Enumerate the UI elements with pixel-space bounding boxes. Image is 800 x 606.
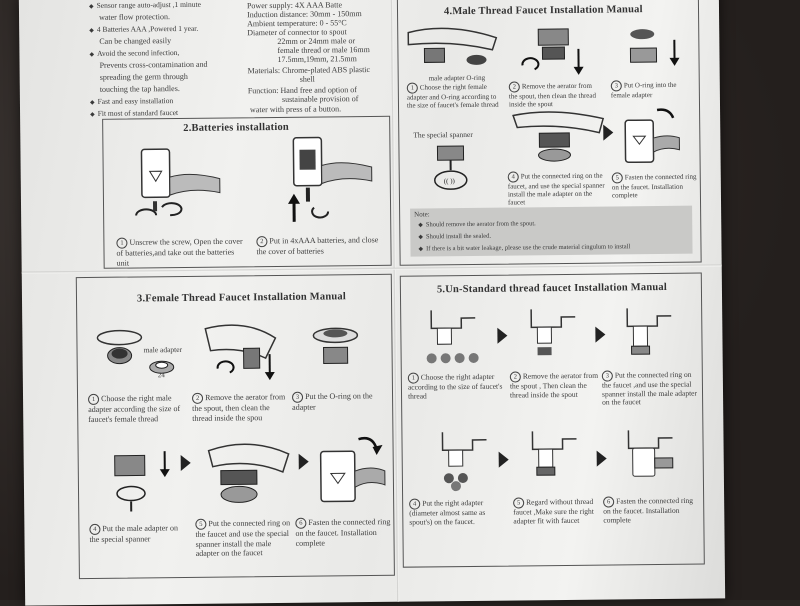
section-title: 5.Un-Standard thread faucet Installation… xyxy=(437,282,667,295)
male-thread-section: 4.Male Thread Faucet Installation Manual… xyxy=(397,0,702,266)
spec-line: sustainable provision of xyxy=(282,94,359,104)
spanner-adapter-illustration xyxy=(93,445,184,516)
adapter-set-illustration xyxy=(411,302,502,369)
note-item: Should install the sealed. xyxy=(418,232,491,243)
instruction-sheet: Sensor range auto-adjust ,1 minute water… xyxy=(19,0,725,606)
feature-item: Prevents cross-contamination and xyxy=(100,60,208,71)
feature-item: Fast and easy installation xyxy=(90,96,173,108)
spec-line: water with press of a button. xyxy=(250,104,341,114)
right-adapter-illustration xyxy=(412,424,503,495)
ring-install-illustration xyxy=(198,436,299,517)
o-ring-illustration xyxy=(295,319,376,380)
o-ring-adapter-illustration xyxy=(612,20,693,79)
spec-line: shell xyxy=(300,75,315,85)
spanner-install-illustration xyxy=(509,103,610,168)
feature-item: 4 Batteries AAA ,Powered 1 year. xyxy=(89,24,198,36)
section-title: 4.Male Thread Faucet Installation Manual xyxy=(444,4,643,17)
feature-item: Sensor range auto-adjust ,1 minute xyxy=(89,0,201,12)
special-spanner-illustration: (( )) xyxy=(421,142,482,199)
step-arrow xyxy=(299,454,309,470)
label-special-spanner: The special spanner xyxy=(413,130,473,140)
aerator-removal-illustration xyxy=(195,318,286,389)
spec-line: 17.5mm,19mm, 21.5mm xyxy=(277,54,356,64)
female-thread-section: 3.Female Thread Faucet Installation Manu… xyxy=(76,274,395,579)
feature-item: spreading the germ through xyxy=(100,72,188,82)
install-complete-illustration xyxy=(617,106,694,171)
label-24: 24 xyxy=(158,371,165,381)
note-item: Should remove the aerator from the spout… xyxy=(418,219,536,230)
note-title: Note: xyxy=(414,210,430,220)
aerator-removal-illustration-3 xyxy=(513,301,594,368)
feature-item: water flow protection. xyxy=(99,12,170,22)
step-arrow xyxy=(499,452,509,468)
feature-item: Avoid the second infection, xyxy=(89,48,179,60)
step-arrow xyxy=(497,328,507,344)
installation-complete-illustration xyxy=(310,431,391,514)
battery-insert-illustration xyxy=(269,131,380,232)
section-title: 3.Female Thread Faucet Installation Manu… xyxy=(137,291,346,304)
step-arrow xyxy=(181,455,191,471)
feature-item: touching the tap handles. xyxy=(100,84,180,94)
fasten-complete-illustration xyxy=(610,422,691,493)
regard-thread-illustration xyxy=(514,423,595,494)
note-box: Note: Should remove the aerator from the… xyxy=(410,206,692,257)
note-item: If there is a bit water leakage, please … xyxy=(418,242,630,254)
step-arrow xyxy=(595,327,605,343)
step-arrow xyxy=(597,451,607,467)
unstandard-thread-section: 5.Un-Standard thread faucet Installation… xyxy=(400,273,705,568)
step-arrow xyxy=(603,124,613,140)
battery-unscrew-illustration xyxy=(117,141,228,232)
connected-ring-illustration xyxy=(609,300,690,367)
label-male-adapter: male adapter xyxy=(143,345,182,355)
svg-text:(( )): (( )) xyxy=(444,177,456,185)
aerator-removal-illustration-2 xyxy=(508,21,599,80)
male-adapter-o-ring-illustration xyxy=(404,22,501,81)
feature-item: Can be changed easily xyxy=(99,36,171,46)
